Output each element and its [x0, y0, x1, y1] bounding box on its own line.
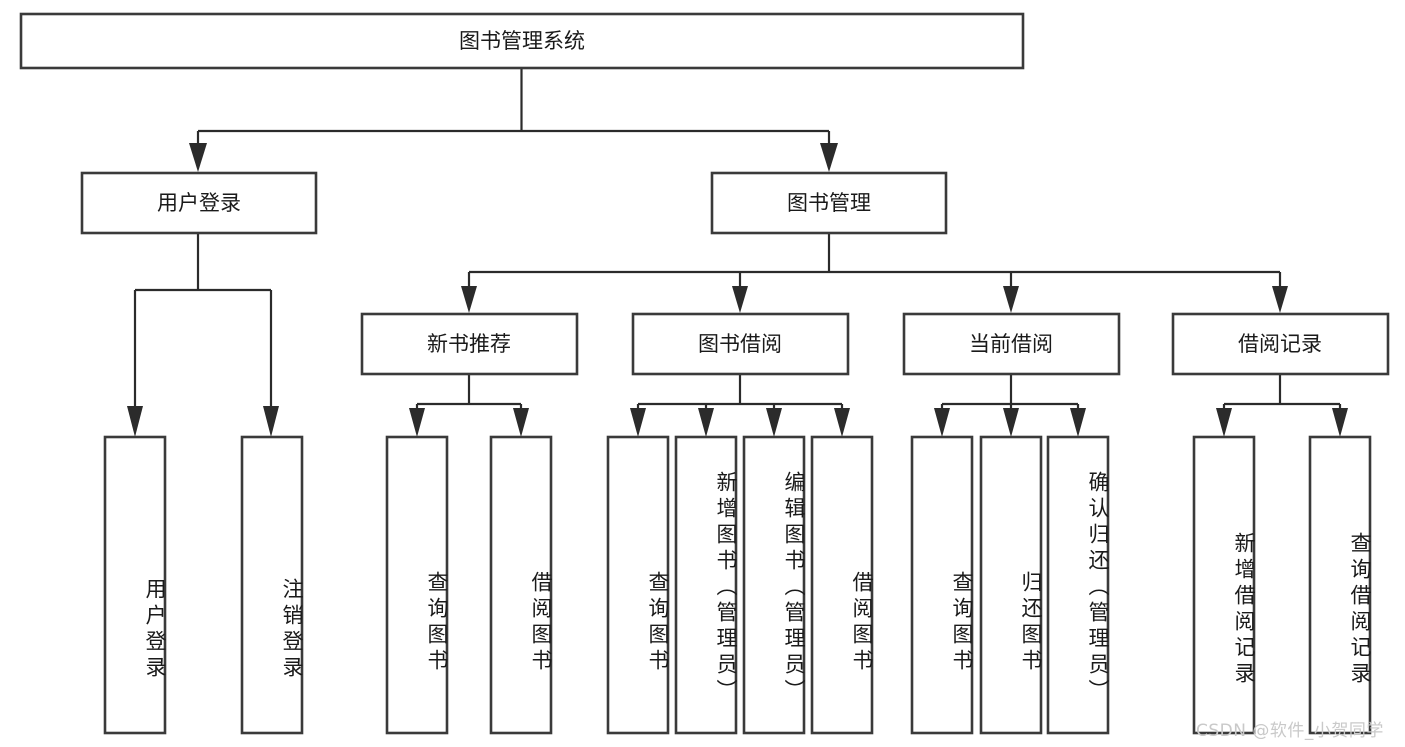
- arrow-head-leaf-11: [1216, 408, 1232, 437]
- node-level3-0-label: 新书推荐: [427, 332, 511, 356]
- node-root[interactable]: 图书管理系统: [19, 12, 1025, 70]
- arrow-head-leaf-7: [834, 408, 850, 437]
- arrow-head-leaf-9: [1003, 408, 1019, 437]
- arrow-head-leaf-0: [127, 406, 143, 437]
- leaf-boxes: [103, 435, 1372, 735]
- arrow-head-leaf-10: [1070, 408, 1086, 437]
- node-level2-1-rect: [710, 171, 948, 235]
- node-level2-book-manage[interactable]: 图书管理: [710, 171, 948, 235]
- arrow-head-book-manage: [820, 143, 838, 172]
- node-level3-1-label: 图书借阅: [698, 332, 782, 356]
- arrow-head-leaf-6: [766, 408, 782, 437]
- node-leaf-4-rect[interactable]: [606, 435, 670, 735]
- connector-group-book-borrow: [630, 374, 850, 437]
- arrow-head-user-login: [189, 143, 207, 172]
- arrow-head-borrow-record: [1272, 286, 1288, 313]
- node-level3-borrow-record[interactable]: 借阅记录: [1171, 312, 1390, 376]
- arrow-head-book-borrow: [732, 286, 748, 313]
- node-leaf-6-rect[interactable]: [742, 435, 806, 735]
- connector-group-book-manage: [461, 233, 1288, 313]
- node-leaf-5-rect[interactable]: [674, 435, 738, 735]
- arrow-head-leaf-4: [630, 408, 646, 437]
- arrow-head-leaf-1: [263, 406, 279, 437]
- node-leaf-9-rect[interactable]: [979, 435, 1043, 735]
- node-level2-0-label: 用户登录: [157, 191, 241, 215]
- connector-group-current-borrow: [934, 374, 1086, 437]
- arrow-head-current-borrow: [1003, 286, 1019, 313]
- node-level3-2-label: 当前借阅: [969, 332, 1053, 356]
- arrow-head-leaf-3: [513, 408, 529, 437]
- connector-group-root: [189, 68, 838, 172]
- node-root-rect: [19, 12, 1025, 70]
- node-level3-2-rect: [902, 312, 1121, 376]
- connector-group-new-book: [409, 374, 529, 437]
- node-leaf-7-rect[interactable]: [810, 435, 874, 735]
- arrow-head-leaf-2: [409, 408, 425, 437]
- connector-group-borrow-record: [1216, 374, 1348, 437]
- node-level3-book-borrow[interactable]: 图书借阅: [631, 312, 850, 376]
- node-level3-3-label: 借阅记录: [1238, 332, 1322, 356]
- node-leaf-1-rect[interactable]: [240, 435, 304, 735]
- arrow-head-leaf-5: [698, 408, 714, 437]
- node-leaf-2-rect[interactable]: [385, 435, 449, 735]
- arrow-head-new-book: [461, 286, 477, 313]
- node-root-label: 图书管理系统: [459, 29, 585, 53]
- node-leaf-0-rect[interactable]: [103, 435, 167, 735]
- node-leaf-3-rect[interactable]: [489, 435, 553, 735]
- arrow-head-leaf-12: [1332, 408, 1348, 437]
- node-level2-0-rect: [80, 171, 318, 235]
- node-level3-current-borrow[interactable]: 当前借阅: [902, 312, 1121, 376]
- node-leaf-8-rect[interactable]: [910, 435, 974, 735]
- node-leaf-11-rect[interactable]: [1192, 435, 1256, 735]
- node-level2-1-label: 图书管理: [787, 191, 871, 215]
- node-level3-new-book[interactable]: 新书推荐: [360, 312, 579, 376]
- node-level3-0-rect: [360, 312, 579, 376]
- arrow-head-leaf-8: [934, 408, 950, 437]
- csdn-watermark: CSDN @软件_小贺同学: [1196, 721, 1384, 741]
- node-level2-user-login[interactable]: 用户登录: [80, 171, 318, 235]
- node-leaf-10-rect[interactable]: [1046, 435, 1110, 735]
- connector-group-user-login: [127, 233, 279, 437]
- node-level3-1-rect: [631, 312, 850, 376]
- node-leaf-12-rect[interactable]: [1308, 435, 1372, 735]
- node-level3-3-rect: [1171, 312, 1390, 376]
